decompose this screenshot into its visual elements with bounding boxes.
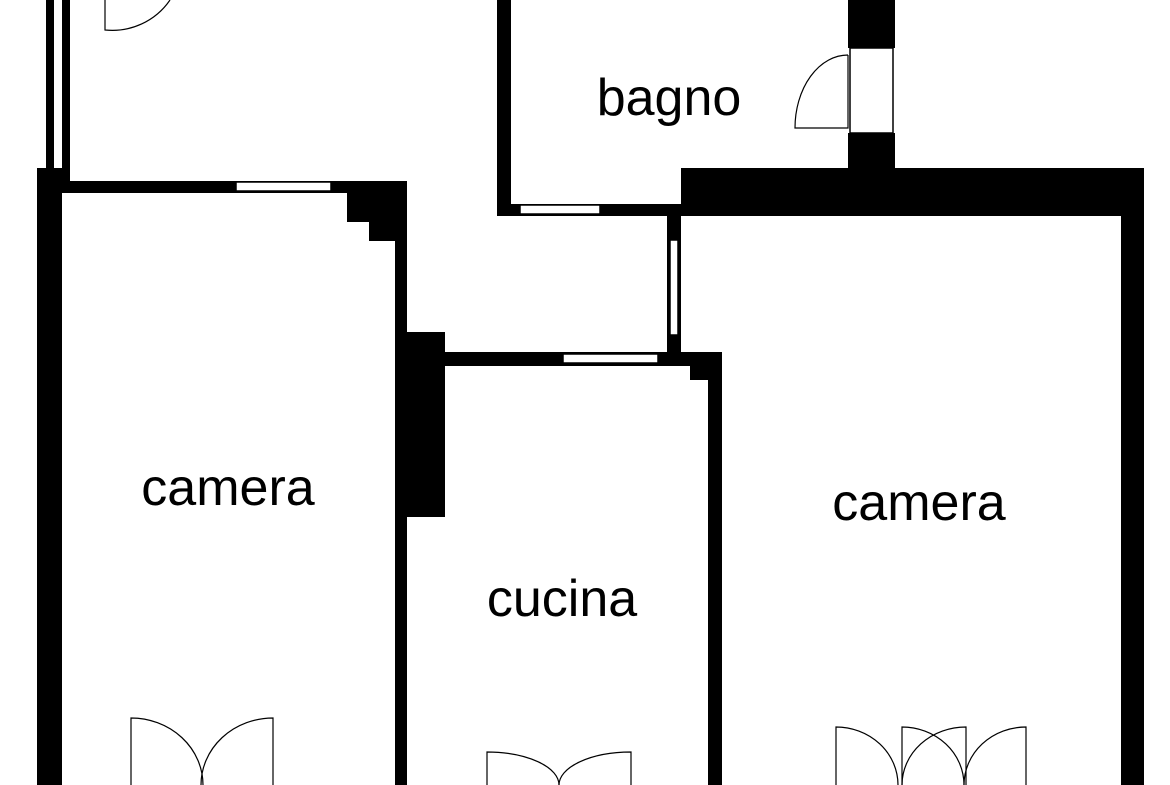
door-right-camera-d	[963, 726, 1027, 785]
wall-top-left-outer	[46, 0, 54, 170]
door-bagno	[794, 54, 849, 129]
room-label-cucina: cucina	[486, 570, 638, 628]
door-cucina-a	[486, 751, 560, 785]
wall-bagno-right-top	[848, 0, 895, 48]
wall-top-left-inner	[62, 0, 70, 183]
window-cucina-top	[562, 353, 659, 364]
wall-right-camera-top-thin	[681, 204, 1121, 216]
window-bagno-right	[849, 47, 894, 134]
window-left-camera-top	[235, 181, 332, 192]
door-right-camera-a	[835, 726, 899, 785]
room-label-camera-left: camera	[141, 459, 315, 517]
right-camera-interior-upper	[681, 216, 722, 352]
door-left-camera-b	[200, 717, 274, 785]
door-right-camera-b	[901, 726, 967, 785]
wall-cucina-right	[708, 352, 722, 785]
windows	[235, 47, 894, 364]
door-right-camera-c	[901, 726, 965, 785]
window-bagno-bottom	[519, 204, 601, 215]
window-corridor-divider	[669, 239, 679, 336]
wall-left-outer	[37, 168, 62, 785]
wall-left-camera-right	[395, 181, 407, 785]
room-label-bagno: bagno	[596, 69, 742, 127]
wall-right-outer	[1121, 168, 1144, 785]
wall-bagno-left	[497, 0, 511, 216]
right-camera-interior	[722, 216, 1121, 785]
door-corridor-top	[104, 0, 171, 31]
door-cucina-b	[558, 751, 632, 785]
doors	[104, 0, 1027, 785]
room-label-camera-right: camera	[832, 474, 1006, 532]
door-left-camera-a	[130, 717, 204, 785]
